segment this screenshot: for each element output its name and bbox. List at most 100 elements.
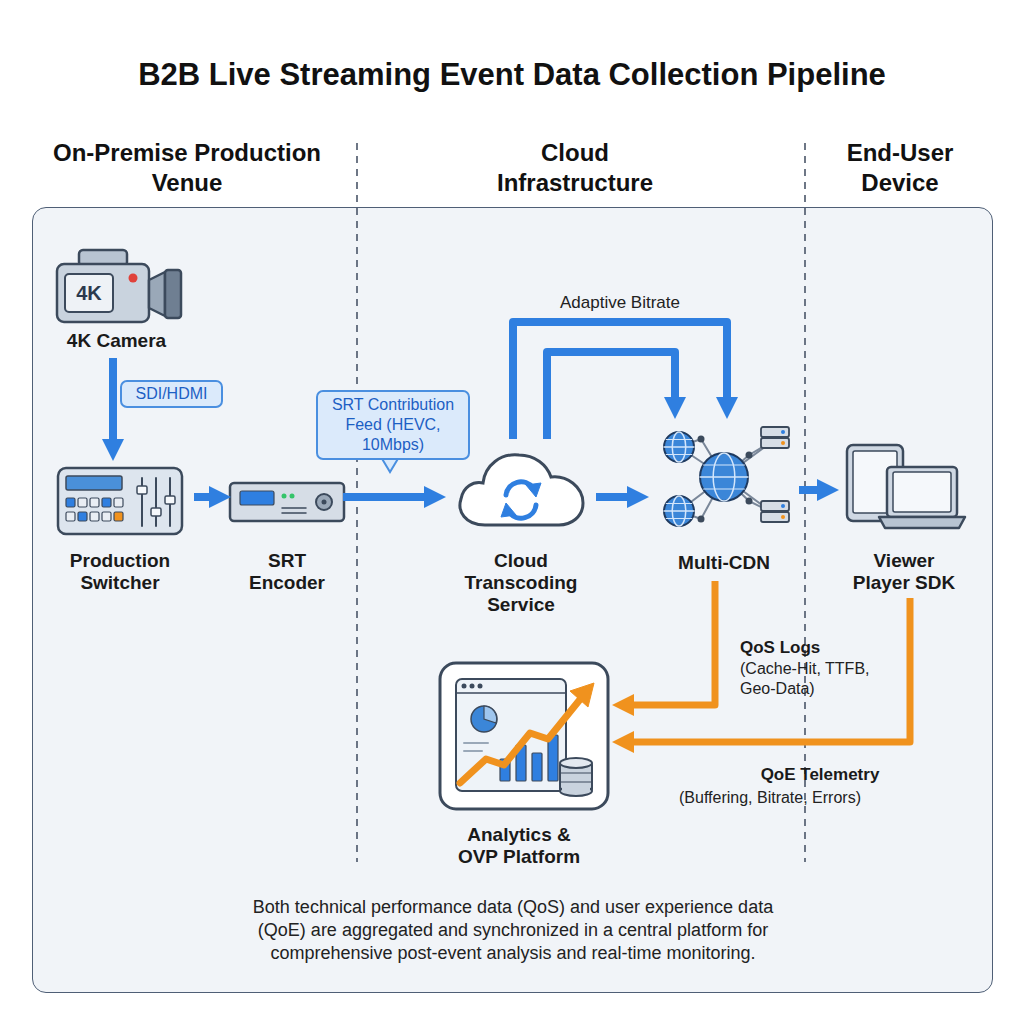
node-label: Viewer Player SDK: [848, 550, 960, 594]
cloud-icon: [451, 441, 591, 529]
icon-shape: [460, 455, 583, 525]
node-label: SRT Encoder: [231, 550, 343, 594]
icon-shape: [478, 684, 483, 689]
cdn-icon: [649, 419, 799, 534]
icon-shape: [666, 518, 692, 519]
icon-shape: [664, 496, 694, 526]
icon-shape: [78, 512, 87, 521]
encoder-icon: [228, 479, 346, 523]
icon-shape: [664, 432, 694, 462]
icon-shape: [137, 486, 147, 494]
icon-shape: [532, 753, 542, 781]
icon-shape: [761, 438, 789, 448]
icon-shape: [781, 430, 785, 434]
icon-shape: [165, 496, 175, 504]
icon-shape: [129, 274, 138, 283]
icon-shape: [560, 772, 592, 773]
icon-shape: [464, 750, 482, 752]
icon-shape: [470, 684, 475, 689]
icon-shape: [165, 270, 181, 318]
cloud-node: Cloud Transcoding Service: [446, 439, 596, 614]
icon-shape: [560, 758, 592, 768]
encoder-node: SRT Encoder: [231, 471, 343, 596]
diagram-panel: Both technical performance data (QoS) an…: [32, 207, 993, 993]
icon-shape: [456, 692, 566, 694]
signal-flow-arrow: [109, 358, 117, 450]
icon-shape: [781, 441, 785, 445]
icon-shape: [440, 663, 608, 809]
icon-shape: [66, 476, 122, 490]
icon-shape: [66, 512, 75, 521]
icon-shape: [746, 498, 753, 505]
icon-shape: [149, 272, 165, 316]
zone-divider: [356, 143, 358, 862]
icon-shape: [316, 494, 332, 510]
icon-shape: [761, 501, 789, 511]
icon-shape: [322, 500, 327, 505]
data-flow-arrow: [623, 581, 715, 705]
icon-shape: [471, 706, 497, 732]
icon-shape: [761, 512, 789, 522]
icon-shape: [282, 512, 306, 514]
camera-icon: [49, 246, 184, 326]
icon-shape: [698, 436, 705, 443]
icon-shape: [114, 498, 123, 507]
icon-shape: [704, 464, 745, 465]
icon-shape: [155, 478, 157, 526]
callout-pointer: [381, 457, 399, 472]
signal-flow-arrow: [547, 352, 675, 439]
icon-shape: [282, 507, 306, 509]
icon-shape: [664, 510, 694, 512]
switcher-node: Production Switcher: [46, 461, 194, 596]
icon-shape: [781, 504, 785, 508]
zone-heading: Cloud Infrastructure: [475, 138, 675, 198]
icon-shape: [282, 494, 287, 499]
node-label: Analytics & OVP Platform: [449, 824, 589, 868]
signal-flow-arrow: [513, 322, 727, 439]
node-label: Multi-CDN: [649, 552, 799, 574]
icon-shape: [570, 683, 594, 707]
icon-shape: [746, 452, 753, 459]
node-label: Production Switcher: [46, 550, 194, 594]
cdn-node: Multi-CDN: [649, 419, 799, 581]
icon-text: 4K: [65, 281, 113, 305]
data-flow-arrow: [623, 598, 910, 742]
icon-shape: [90, 498, 99, 507]
icon-shape: [151, 508, 161, 516]
zone-heading: On-Premise Production Venue: [52, 138, 322, 198]
device-node: Viewer Player SDK: [839, 441, 969, 598]
icon-shape: [66, 498, 75, 507]
icon-shape: [893, 472, 951, 512]
zone-divider: [804, 143, 806, 862]
analytics-icon: [438, 661, 610, 811]
icon-shape: [57, 264, 149, 322]
icon-shape: [879, 517, 965, 528]
zone-heading: End-User Device: [815, 138, 985, 198]
icon-shape: [65, 274, 113, 312]
icon-shape: [464, 742, 488, 744]
icon-shape: [666, 503, 692, 504]
icon-shape: [240, 491, 274, 505]
signal-flow-arrow: [194, 493, 220, 501]
diagram-title: B2B Live Streaming Event Data Collection…: [0, 56, 1024, 94]
signal-flow-arrow: [596, 493, 638, 501]
icon-shape: [761, 427, 789, 437]
camera-node: 4K4K Camera: [49, 246, 184, 358]
icon-shape: [887, 467, 957, 517]
signal-flow-arrow: [799, 486, 828, 494]
icon-shape: [462, 684, 467, 689]
analytics-node: Analytics & OVP Platform: [426, 656, 612, 866]
icon-shape: [698, 516, 705, 523]
signal-flow-arrow: [343, 493, 435, 501]
icon-shape: [141, 478, 143, 526]
icon-shape: [501, 503, 516, 517]
icon-shape: [704, 488, 745, 489]
icon-shape: [102, 512, 111, 521]
node-label: Cloud Transcoding Service: [446, 550, 596, 616]
icon-shape: [666, 439, 692, 440]
icon-shape: [58, 468, 182, 534]
icon-shape: [560, 781, 592, 782]
icon-shape: [102, 498, 111, 507]
caption-text: Both technical performance data (QoS) an…: [233, 896, 793, 965]
